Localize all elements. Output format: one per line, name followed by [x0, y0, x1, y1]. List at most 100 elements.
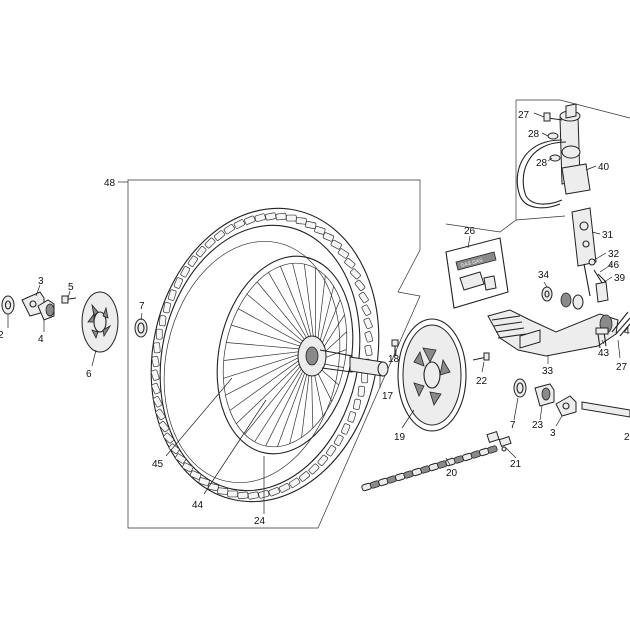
spoke	[229, 357, 303, 411]
brake-disc-6	[81, 291, 119, 353]
right-parts	[513, 378, 630, 418]
rear-hub	[297, 335, 353, 377]
tread-block	[305, 220, 317, 229]
tread-block	[162, 302, 171, 314]
tread-block	[158, 421, 170, 433]
tread-block	[268, 487, 280, 497]
seal-7	[134, 318, 148, 338]
tread-block	[187, 255, 198, 267]
tread-block	[247, 491, 259, 500]
label-18: 18	[388, 354, 400, 365]
label-2b: 2	[624, 432, 630, 443]
nut-22	[472, 352, 490, 361]
tread-block	[275, 212, 287, 221]
spoke	[311, 367, 314, 429]
chain-link	[487, 445, 498, 454]
tread-block	[173, 277, 183, 289]
chain-20	[361, 445, 498, 492]
spoke	[292, 263, 314, 346]
tread-block	[233, 219, 246, 229]
spoke	[280, 266, 312, 345]
tread-block	[153, 342, 161, 354]
spoke	[223, 353, 303, 379]
spoke	[256, 281, 309, 345]
spoke	[244, 362, 304, 435]
spoke	[289, 367, 309, 444]
tread-block	[330, 239, 342, 250]
axle	[581, 401, 630, 418]
label-27: 27	[518, 110, 530, 121]
spoke	[265, 365, 306, 447]
tread-block	[364, 331, 374, 343]
tread-block	[361, 372, 369, 384]
tread-block	[285, 214, 297, 222]
bolt-18	[391, 339, 399, 356]
seal-7b	[513, 378, 527, 398]
tread-block	[347, 411, 357, 423]
label-33: 33	[542, 366, 554, 377]
tread-block	[150, 369, 160, 381]
tread-block	[337, 248, 350, 259]
tread-block	[254, 213, 266, 222]
spoke	[238, 308, 306, 347]
tread-block	[278, 483, 291, 493]
label-22: 22	[476, 376, 488, 387]
spoke	[231, 324, 305, 348]
tread-block	[151, 382, 161, 395]
spoke	[277, 366, 308, 447]
label-20: 20	[446, 468, 458, 479]
label-40: 40	[598, 162, 610, 173]
sprocket-19	[397, 318, 467, 432]
label-28: 28	[528, 129, 540, 140]
tread-block	[198, 477, 210, 486]
label-7b: 7	[510, 420, 516, 431]
label-27b: 27	[616, 362, 628, 373]
leader-lines	[7, 112, 621, 514]
spoke	[226, 342, 304, 350]
label-24: 24	[254, 516, 266, 527]
label-4b: 4	[624, 326, 630, 337]
chain-link-21	[486, 431, 512, 452]
bolt-5	[61, 295, 77, 304]
tread-block	[163, 432, 175, 444]
tread-block	[223, 224, 235, 235]
label-32: 32	[608, 249, 620, 260]
tread-block	[361, 304, 372, 316]
tread-block	[358, 291, 369, 304]
label-44: 44	[192, 500, 204, 511]
spoke	[316, 275, 326, 350]
tread-block	[289, 477, 301, 488]
tread-block	[244, 215, 256, 225]
spoke	[303, 263, 315, 347]
tread-block	[167, 289, 177, 301]
tread-block	[217, 487, 229, 495]
label-21: 21	[510, 459, 522, 470]
spoke	[268, 272, 311, 345]
label-23: 23	[532, 420, 544, 431]
label-17: 17	[382, 391, 394, 402]
label-28b: 28	[536, 158, 548, 169]
spacer-17	[349, 356, 389, 377]
tread-block	[353, 398, 362, 410]
label-26: 26	[464, 226, 476, 237]
tread-block	[308, 463, 320, 475]
tread-block	[182, 462, 194, 473]
tread-block	[189, 470, 202, 480]
tread-block	[333, 434, 344, 446]
label-19: 19	[394, 432, 406, 443]
label-2: 2	[0, 330, 4, 341]
tread-block	[357, 385, 366, 397]
tread-block	[227, 490, 239, 498]
rear-tyre	[150, 207, 380, 503]
tread-block	[295, 217, 307, 225]
spoke	[223, 350, 303, 361]
tread-block	[317, 454, 329, 466]
spacer-23	[534, 383, 555, 407]
tread-block	[364, 344, 373, 357]
tread-block	[363, 317, 373, 330]
washer-2	[1, 295, 15, 315]
tread-block	[265, 212, 277, 221]
tread-block	[354, 279, 366, 291]
decal-sheet-26: GAS GAS	[445, 237, 509, 309]
